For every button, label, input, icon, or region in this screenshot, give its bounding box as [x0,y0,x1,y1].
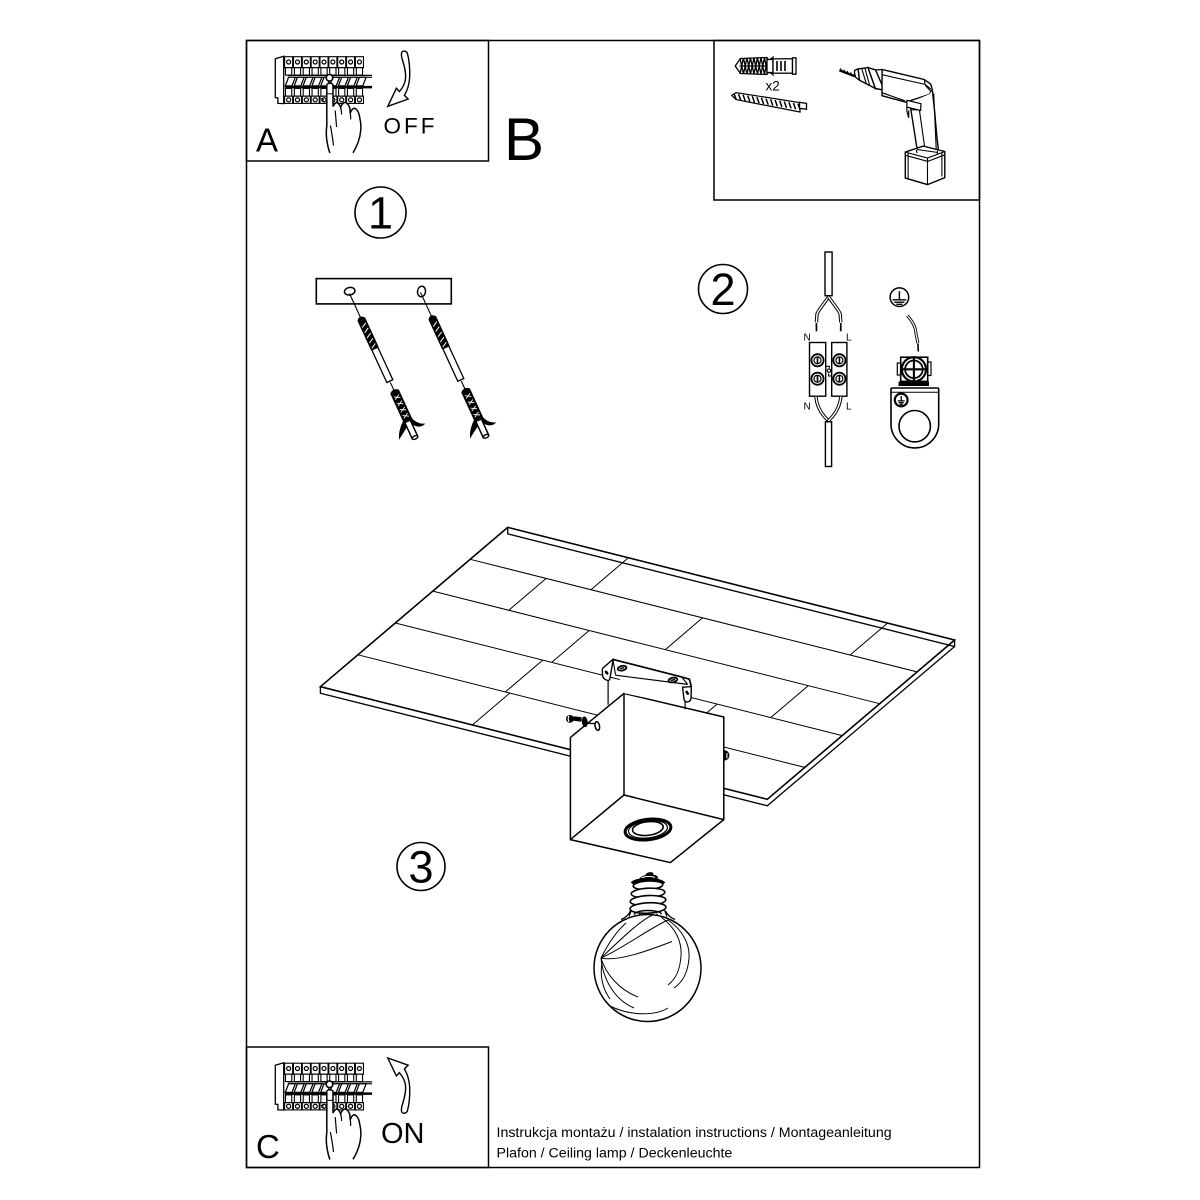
svg-text:x2: x2 [766,79,780,94]
svg-text:L: L [846,402,852,413]
svg-text:N: N [804,402,811,413]
svg-text:A: A [256,122,278,159]
svg-text:L: L [846,333,852,344]
svg-text:N: N [804,333,811,344]
svg-text:2: 2 [710,264,735,315]
svg-text:Instrukcja montażu / instalati: Instrukcja montażu / instalation instruc… [497,1125,892,1141]
svg-text:OFF: OFF [384,114,438,139]
svg-text:C: C [256,1128,280,1165]
svg-text:1: 1 [368,188,393,239]
svg-text:ON: ON [381,1118,425,1150]
svg-text:B: B [504,106,544,173]
svg-text:3: 3 [408,842,433,893]
svg-text:Plafon / Ceiling lamp / Decken: Plafon / Ceiling lamp / Deckenleuchte [497,1146,733,1162]
